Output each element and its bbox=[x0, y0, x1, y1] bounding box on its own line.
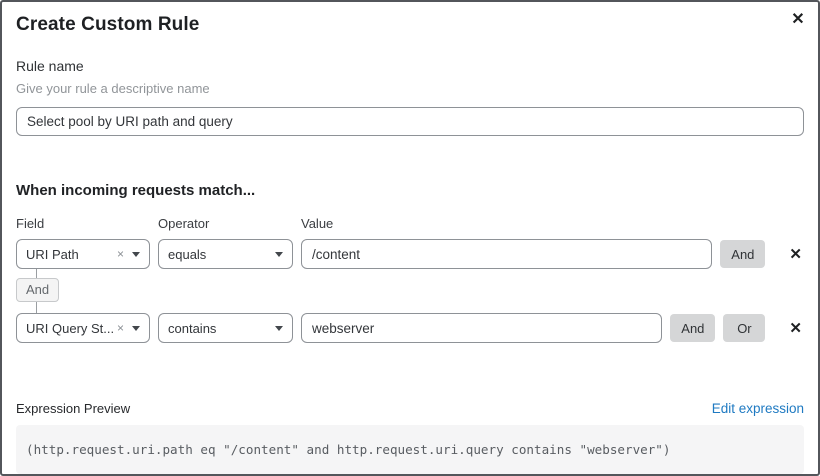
rule-name-label: Rule name bbox=[16, 58, 84, 74]
chevron-down-icon bbox=[275, 251, 283, 257]
condition-row-2: URI Query St... × contains And Or ✕ bbox=[16, 313, 804, 343]
expression-preview-label: Expression Preview bbox=[16, 401, 131, 416]
field-select-row-2[interactable]: URI Query St... × bbox=[16, 313, 150, 343]
close-button[interactable]: ✕ bbox=[786, 8, 810, 32]
value-column-label: Value bbox=[301, 216, 334, 231]
remove-condition-icon: ✕ bbox=[789, 320, 802, 337]
expression-code-box: (http.request.uri.path eq "/content" and… bbox=[16, 425, 804, 474]
clear-selection-icon[interactable]: × bbox=[116, 321, 124, 335]
field-select-value: URI Path bbox=[26, 246, 79, 262]
condition-connector: And bbox=[16, 269, 804, 313]
operator-select-row-1[interactable]: equals bbox=[158, 239, 293, 269]
dialog-title: Create Custom Rule bbox=[16, 14, 200, 35]
chevron-down-icon bbox=[132, 251, 140, 257]
chevron-down-icon bbox=[275, 325, 283, 331]
condition-row-1: URI Path × equals And ✕ bbox=[16, 239, 804, 269]
rule-name-helper: Give your rule a descriptive name bbox=[16, 81, 210, 96]
remove-condition-button-row-1[interactable]: ✕ bbox=[787, 245, 804, 263]
field-select-value: URI Query St... bbox=[26, 320, 115, 336]
operator-select-value: equals bbox=[168, 246, 207, 262]
field-column-label: Field bbox=[16, 216, 45, 231]
chevron-down-icon bbox=[132, 325, 140, 331]
add-and-condition-button-row-1[interactable]: And bbox=[720, 240, 766, 268]
expression-preview-header: Expression Preview Edit expression bbox=[16, 401, 804, 416]
connector-line-top bbox=[36, 269, 37, 278]
remove-condition-icon: ✕ bbox=[789, 246, 802, 263]
connector-and-badge: And bbox=[16, 278, 60, 302]
operator-select-value: contains bbox=[168, 320, 217, 336]
remove-condition-button-row-2[interactable]: ✕ bbox=[787, 319, 804, 337]
operator-column-label: Operator bbox=[158, 216, 210, 231]
field-select-row-1[interactable]: URI Path × bbox=[16, 239, 150, 269]
expression-code: (http.request.uri.path eq "/content" and… bbox=[26, 442, 671, 457]
add-or-condition-button-row-2[interactable]: Or bbox=[723, 314, 766, 342]
value-input-row-1[interactable] bbox=[301, 239, 713, 269]
connector-line-bottom bbox=[36, 302, 37, 313]
clear-selection-icon[interactable]: × bbox=[116, 247, 124, 261]
match-heading: When incoming requests match... bbox=[16, 182, 256, 199]
close-icon: ✕ bbox=[791, 11, 805, 28]
rule-name-input[interactable] bbox=[16, 107, 804, 136]
edit-expression-link[interactable]: Edit expression bbox=[711, 401, 804, 416]
value-input-row-2[interactable] bbox=[301, 313, 663, 343]
operator-select-row-2[interactable]: contains bbox=[158, 313, 293, 343]
add-and-condition-button-row-2[interactable]: And bbox=[670, 314, 716, 342]
condition-column-labels: Field Operator Value bbox=[16, 216, 804, 231]
